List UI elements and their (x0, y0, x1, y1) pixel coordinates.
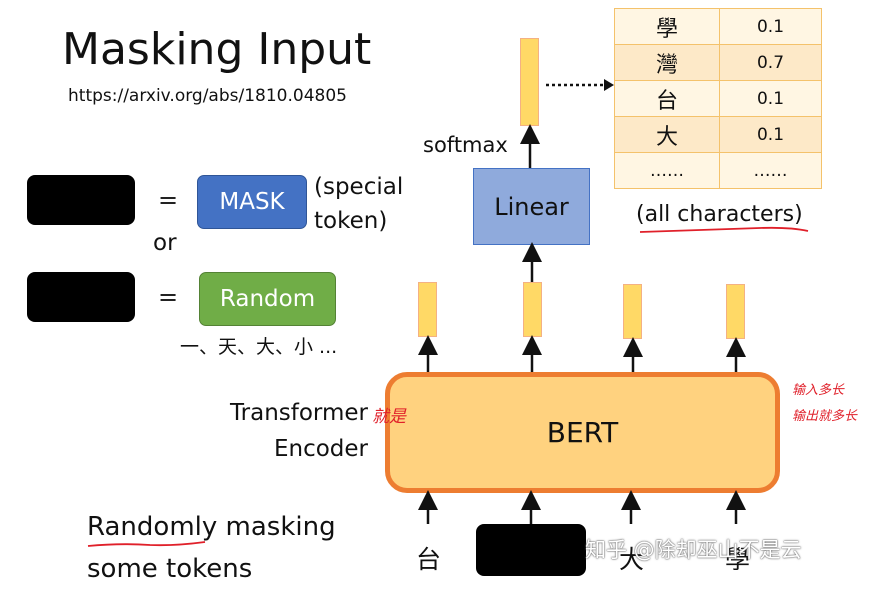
probability-table: 學 0.1 灣 0.7 台 0.1 大 0.1 …… …… (614, 8, 822, 189)
watermark: 知乎 @除却巫山不是云 (585, 538, 802, 562)
softmax-label: softmax (423, 133, 508, 157)
linear-label: Linear (494, 192, 569, 221)
special-token-note: (special token) (314, 174, 404, 234)
random-token-pill: Random (199, 272, 336, 326)
char-cell: 大 (614, 116, 720, 153)
input-token-1: 台 (416, 545, 442, 574)
mask-token-label: MASK (219, 189, 285, 215)
table-row: …… …… (614, 152, 822, 189)
table-row: 學 0.1 (614, 8, 822, 45)
underline-randomly (87, 541, 206, 547)
linear-layer-box: Linear (473, 168, 590, 245)
char-cell: …… (614, 152, 720, 189)
bert-block: BERT (385, 372, 780, 493)
masked-token-box-random (27, 272, 135, 322)
slide-title: Masking Input (62, 24, 372, 75)
masked-token-box (27, 175, 135, 225)
equals-sign: = (158, 186, 179, 214)
equals-sign-random: = (158, 283, 179, 311)
prob-cell: 0.1 (719, 116, 822, 153)
table-row: 台 0.1 (614, 80, 822, 117)
char-cell: 學 (614, 8, 720, 45)
caption-text: Randomly masking some tokens (87, 512, 336, 584)
prob-cell: 0.1 (719, 80, 822, 117)
underline-all-characters (639, 226, 809, 233)
table-row: 大 0.1 (614, 116, 822, 153)
random-examples: 一、天、大、小 ... (180, 336, 338, 358)
prob-cell: 0.7 (719, 44, 822, 81)
handwritten-note-left: 就是 (372, 407, 406, 427)
table-row: 灣 0.7 (614, 44, 822, 81)
handwritten-note-right: 输入多长 输出就多长 (792, 383, 858, 424)
char-cell: 灣 (614, 44, 720, 81)
all-characters-label: (all characters) (636, 202, 803, 227)
char-cell: 台 (614, 80, 720, 117)
mask-token-pill: MASK (197, 175, 307, 229)
transformer-encoder-label: Transformer Encoder (229, 400, 368, 462)
random-token-label: Random (219, 286, 316, 312)
dotted-connector-head (604, 79, 614, 91)
input-token-3: 大 (619, 545, 645, 574)
or-label: or (153, 230, 177, 256)
paper-url[interactable]: https://arxiv.org/abs/1810.04805 (68, 86, 347, 106)
prob-cell: …… (719, 152, 822, 189)
masked-input-token (476, 524, 586, 576)
bert-label: BERT (546, 416, 619, 449)
input-token-4: 學 (725, 545, 751, 574)
